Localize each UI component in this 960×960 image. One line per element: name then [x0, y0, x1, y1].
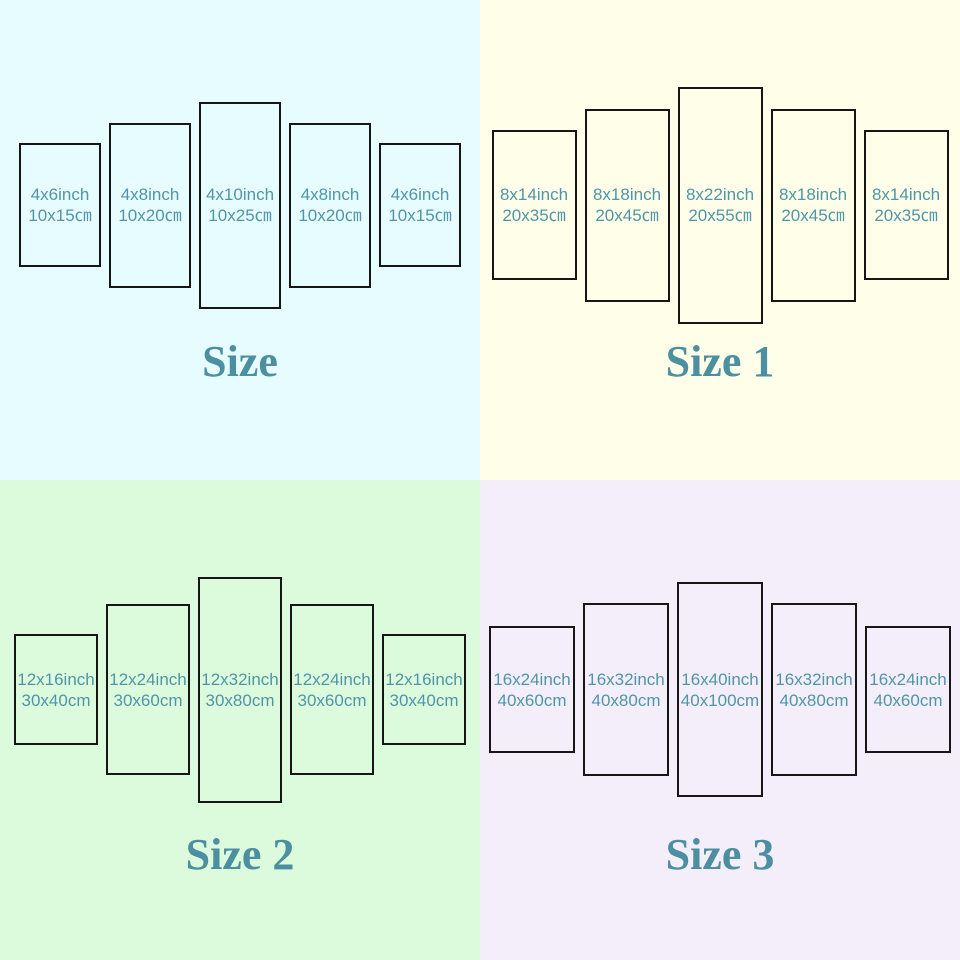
canvas-panel: 4x8inch 10x20㎝ — [289, 122, 371, 288]
canvas-panel: 4x8inch 10x20㎝ — [109, 122, 191, 288]
canvas-panel: 12x24inch 30x60cm — [106, 604, 190, 775]
panel-cm-label: 30x40cm — [389, 690, 459, 710]
canvas-panel: 8x14inch 20x35㎝ — [491, 130, 577, 280]
panel-inch-label: 12x24inch — [109, 669, 187, 689]
canvas-panel: 16x32inch 40x80cm — [771, 603, 857, 776]
size-group-title: Size — [202, 337, 278, 386]
panel-cm-label: 30x80cm — [205, 690, 275, 710]
canvas-panel: 16x40inch 40x100cm — [677, 582, 763, 797]
quadrant-size-1: 8x14inch 20x35㎝ 8x18inch 20x45㎝ 8x22inch… — [480, 0, 960, 480]
panel-cm-label: 20x55㎝ — [688, 206, 752, 225]
size-group-title: Size 3 — [665, 830, 775, 879]
panel-inch-label: 12x16inch — [385, 669, 463, 689]
panel-cm-label: 20x35㎝ — [874, 206, 938, 225]
panel-inch-label: 8x22inch — [685, 185, 755, 204]
panel-inch-label: 4x10inch — [205, 185, 275, 204]
canvas-panel: 4x10inch 10x25㎝ — [199, 101, 281, 309]
panel-inch-label: 8x18inch — [592, 185, 662, 204]
canvas-panel: 12x32inch 30x80cm — [198, 576, 282, 803]
panel-row: 8x14inch 20x35㎝ 8x18inch 20x45㎝ 8x22inch… — [480, 0, 960, 410]
panel-cm-label: 10x20㎝ — [298, 206, 362, 225]
panel-cm-label: 10x20㎝ — [118, 206, 182, 225]
panel-inch-label: 4x8inch — [120, 185, 180, 204]
panel-inch-label: 16x32inch — [587, 669, 665, 689]
canvas-panel: 12x24inch 30x60cm — [290, 604, 374, 775]
panel-inch-label: 16x24inch — [493, 669, 571, 689]
panel-inch-label: 4x6inch — [30, 185, 90, 204]
panel-cm-label: 20x45㎝ — [595, 206, 659, 225]
panel-cm-label: 20x45㎝ — [781, 206, 845, 225]
canvas-panel: 8x18inch 20x45㎝ — [584, 108, 670, 302]
canvas-panel: 12x16inch 30x40cm — [382, 634, 466, 745]
canvas-panel: 12x16inch 30x40cm — [14, 634, 98, 745]
panel-cm-label: 10x15㎝ — [388, 206, 452, 225]
canvas-panel: 16x32inch 40x80cm — [583, 603, 669, 776]
panel-cm-label: 40x100cm — [680, 690, 760, 710]
panel-cm-label: 30x40cm — [21, 690, 91, 710]
panel-cm-label: 30x60cm — [113, 690, 183, 710]
panel-inch-label: 8x18inch — [778, 185, 848, 204]
canvas-panel: 8x18inch 20x45㎝ — [770, 108, 856, 302]
panel-inch-label: 12x16inch — [17, 669, 95, 689]
quadrant-size-3: 16x24inch 40x60cm 16x32inch 40x80cm 16x4… — [480, 480, 960, 960]
panel-row: 16x24inch 40x60cm 16x32inch 40x80cm 16x4… — [480, 480, 960, 899]
canvas-panel: 8x22inch 20x55㎝ — [677, 86, 763, 324]
panel-inch-label: 16x40inch — [681, 669, 759, 689]
panel-inch-label: 12x24inch — [293, 669, 371, 689]
canvas-panel: 4x6inch 10x15㎝ — [379, 143, 461, 267]
quadrant-size: 4x6inch 10x15㎝ 4x8inch 10x20㎝ 4x10inch 1… — [0, 0, 480, 480]
canvas-panel: 8x14inch 20x35㎝ — [863, 130, 949, 280]
panel-inch-label: 4x8inch — [300, 185, 360, 204]
panel-cm-label: 40x80cm — [779, 690, 849, 710]
panel-inch-label: 12x32inch — [201, 669, 279, 689]
panel-cm-label: 10x25㎝ — [208, 206, 272, 225]
panel-cm-label: 40x60cm — [497, 690, 567, 710]
panel-inch-label: 16x24inch — [869, 669, 947, 689]
panel-inch-label: 8x14inch — [499, 185, 569, 204]
panel-inch-label: 16x32inch — [775, 669, 853, 689]
panel-cm-label: 10x15㎝ — [28, 206, 92, 225]
size-group-title: Size 1 — [665, 337, 775, 386]
panel-cm-label: 40x80cm — [591, 690, 661, 710]
panel-row: 12x16inch 30x40cm 12x24inch 30x60cm 12x3… — [0, 480, 480, 899]
canvas-panel: 4x6inch 10x15㎝ — [19, 143, 101, 267]
canvas-panel: 16x24inch 40x60cm — [489, 626, 575, 753]
canvas-panel: 16x24inch 40x60cm — [865, 626, 951, 753]
size-group-title: Size 2 — [185, 830, 295, 879]
panel-inch-label: 4x6inch — [390, 185, 450, 204]
panel-cm-label: 40x60cm — [873, 690, 943, 710]
panel-cm-label: 20x35㎝ — [502, 206, 566, 225]
panel-row: 4x6inch 10x15㎝ 4x8inch 10x20㎝ 4x10inch 1… — [0, 0, 480, 410]
panel-cm-label: 30x60cm — [297, 690, 367, 710]
quadrant-size-2: 12x16inch 30x40cm 12x24inch 30x60cm 12x3… — [0, 480, 480, 960]
panel-inch-label: 8x14inch — [871, 185, 941, 204]
